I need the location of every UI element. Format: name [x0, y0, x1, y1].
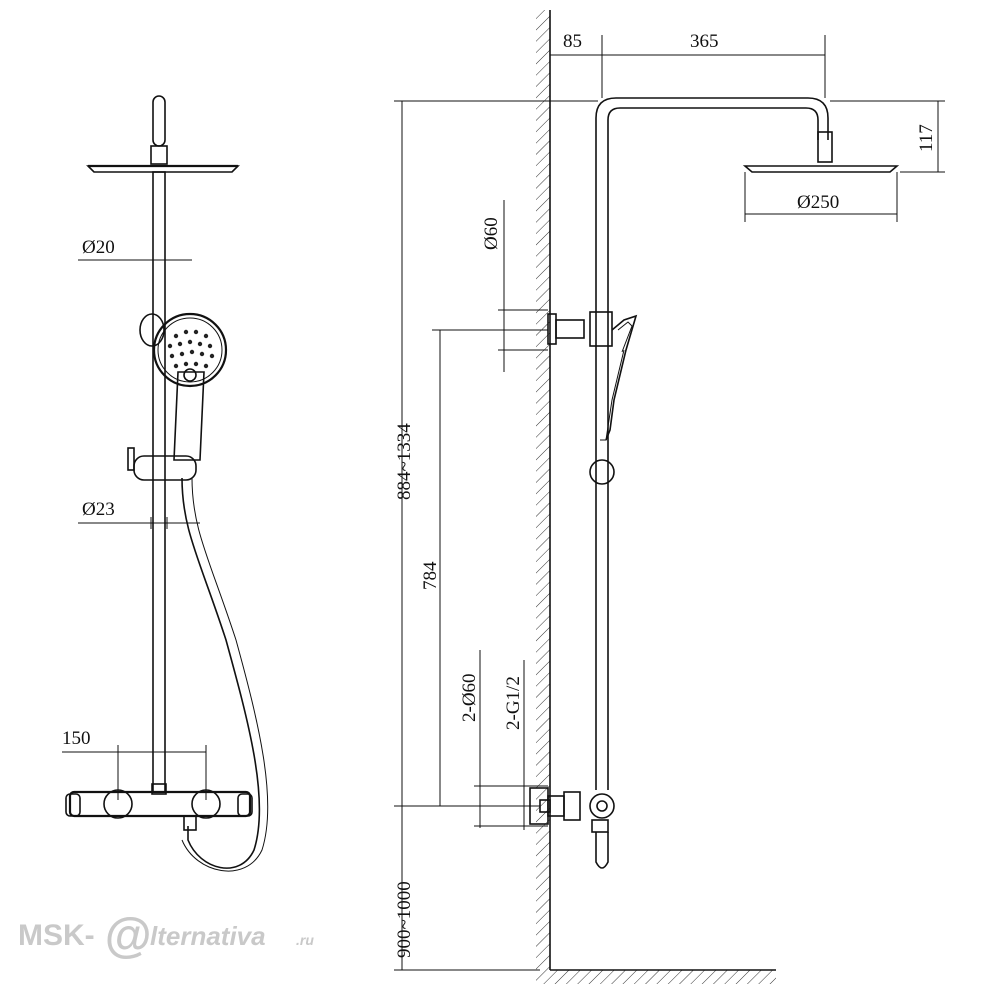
bracket-height-dimension: 784 — [420, 329, 548, 806]
rain-shower-head-front — [86, 164, 240, 173]
rod-diameter-dimension: Ø20 — [78, 237, 192, 266]
mode-button — [183, 368, 197, 382]
hand-shower-holder — [139, 313, 165, 347]
hand-shower-side — [600, 314, 638, 441]
floor-section — [536, 970, 776, 984]
watermark-prefix: MSK- — [18, 919, 95, 952]
watermark-suffix: lternativa — [150, 921, 266, 951]
shower-arm — [595, 97, 833, 790]
shower-hose — [181, 477, 261, 869]
slider-diameter-dimension: Ø23 — [78, 499, 200, 529]
front-view: Ø20 Ø23 — [62, 95, 269, 872]
flange-diameter-dimension: Ø60 — [481, 200, 548, 372]
wall-bracket-upper — [547, 311, 613, 347]
inlet-thread-dimension: 2-G1/2 — [503, 660, 525, 830]
floor-height-label: 900~1000 — [394, 881, 415, 958]
side-view: 85 365 117 Ø250 Ø60 — [394, 10, 945, 984]
flange-diameter-label: Ø60 — [481, 217, 502, 250]
rain-shower-head-side — [742, 165, 900, 173]
head-diameter-label: Ø250 — [797, 192, 839, 213]
watermark-tld: .ru — [296, 932, 314, 948]
arm-length-label: 365 — [690, 31, 719, 52]
height-range-label: 884~1334 — [394, 423, 415, 500]
height-slider — [127, 447, 197, 481]
thermostatic-mixer-side — [529, 787, 615, 869]
inlet-flange-label: 2-Ø60 — [459, 673, 480, 722]
mixer-spacing-dimension: 150 — [62, 728, 207, 800]
arm-offset-dimension: 85 365 — [549, 31, 826, 98]
inlet-flange-dimension: 2-Ø60 — [459, 650, 548, 828]
head-height-dimension: 117 — [830, 100, 945, 173]
head-diameter-dimension: Ø250 — [744, 172, 898, 222]
spray-nozzles — [167, 329, 215, 369]
thermostatic-mixer-front — [65, 783, 253, 831]
mixer-spacing-label: 150 — [62, 728, 91, 749]
hand-shower-front — [152, 312, 228, 461]
slider-diameter-label: Ø23 — [82, 499, 115, 520]
height-range-dimension: 884~1334 — [394, 100, 598, 807]
rod-diameter-label: Ø20 — [82, 237, 115, 258]
watermark-symbol: @ — [104, 910, 151, 963]
floor-height-dimension: 900~1000 — [394, 806, 540, 971]
bracket-height-label: 784 — [420, 561, 441, 590]
inlet-thread-label: 2-G1/2 — [503, 676, 524, 730]
head-connector — [150, 145, 168, 165]
watermark: MSK- @ lternativa .ru — [18, 910, 314, 963]
wall-section — [536, 10, 550, 970]
head-height-label: 117 — [916, 124, 937, 152]
top-pipe-stub — [152, 95, 166, 147]
slider-knob-side — [589, 459, 615, 485]
main-rod — [152, 171, 166, 793]
arm-offset-label: 85 — [563, 31, 582, 52]
